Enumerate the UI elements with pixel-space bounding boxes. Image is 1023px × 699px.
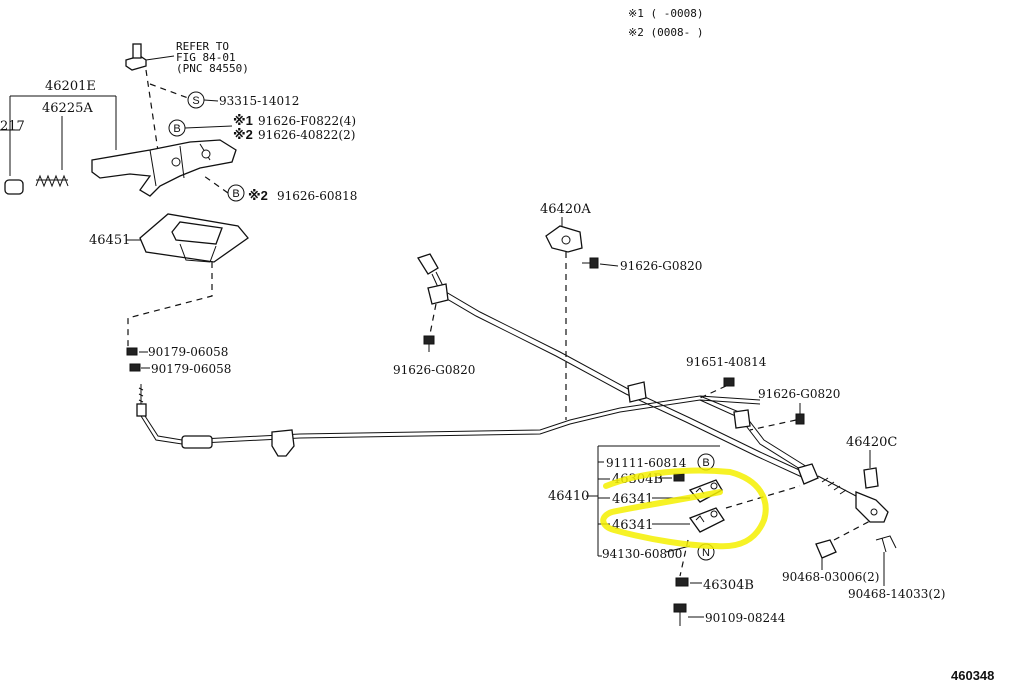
- note-2: ※2 (0008- ): [628, 26, 703, 39]
- label-91111-60814: 91111-60814: [606, 456, 687, 470]
- note-1: ※1 ( -0008): [628, 7, 703, 20]
- clip-90468-03006: [815, 539, 837, 559]
- label-46217: 217: [0, 119, 25, 134]
- rear-cable-left: [417, 253, 809, 479]
- nut-46304B-b: [675, 577, 689, 587]
- spring-46225A: [35, 174, 69, 188]
- bolt-90109-08244: [673, 603, 687, 626]
- star-2b: ※2: [248, 188, 268, 203]
- label-90109-08244: 90109-08244: [705, 611, 786, 625]
- bolt-91626-G0820-c: [795, 413, 805, 425]
- label-46451: 46451: [89, 233, 130, 248]
- label-90179-b: 90179-06058: [151, 362, 231, 376]
- mark-B3-text: B: [702, 457, 709, 469]
- mark-B2-text: B: [232, 188, 239, 200]
- label-93315: 93315-14012: [219, 94, 299, 108]
- label-46420A: 46420A: [540, 202, 591, 217]
- label-46410: 46410: [548, 489, 589, 504]
- star-1: ※1: [233, 113, 253, 128]
- refer-bracket-part: [125, 43, 175, 71]
- clip-91651: [723, 377, 735, 387]
- mark-S-text: S: [192, 95, 199, 107]
- label-90179-a: 90179-06058: [148, 345, 228, 359]
- nut-90179-a: [126, 347, 138, 356]
- equalizer-46341-b: [688, 507, 725, 533]
- label-91626-60818: 91626-60818: [277, 189, 357, 203]
- figure-number: 460348: [951, 668, 994, 683]
- mark-N-text: N: [702, 547, 710, 559]
- label-91626-G0820-c: 91626-G0820: [758, 387, 840, 401]
- refer-line-1: REFER TO: [176, 40, 229, 53]
- nut-46304B-a: [673, 473, 685, 482]
- label-91651-40814: 91651-40814: [686, 355, 767, 369]
- boot-46451: [139, 213, 249, 263]
- parking-lever-46201E: [91, 139, 237, 197]
- star-2: ※2: [233, 127, 253, 142]
- highlight-mark: [600, 467, 769, 550]
- bracket-46420C: [863, 467, 879, 489]
- rear-cable-right: [699, 395, 889, 523]
- bolt-91626-G0820-b: [423, 335, 435, 352]
- label-46225A: 46225A: [42, 101, 93, 116]
- bolt-91626-G0820-a: [582, 257, 599, 269]
- label-91626-40822: 91626-40822(2): [258, 128, 355, 142]
- label-91626-G0820-a: 91626-G0820: [620, 259, 702, 273]
- cable-front-rod: [136, 384, 147, 417]
- nut-90179-b: [129, 363, 141, 372]
- mark-B1-text: B: [173, 123, 180, 135]
- bracket-46420A: [545, 225, 583, 253]
- label-46304B-b: 46304B: [703, 578, 754, 593]
- label-90468-14033: 90468-14033(2): [848, 587, 945, 601]
- label-91626-G0820-b: 91626-G0820: [393, 363, 475, 377]
- mark-B1: [168, 119, 186, 137]
- label-94130-60800: 94130-60800: [602, 547, 682, 561]
- label-46420C: 46420C: [846, 435, 897, 450]
- cap-46217: [4, 179, 24, 195]
- label-46201E: 46201E: [45, 79, 96, 94]
- refer-line-3: (PNC 84550): [176, 62, 249, 75]
- front-cable: [140, 395, 761, 457]
- label-91626-F0822: 91626-F0822(4): [258, 114, 356, 128]
- clip-90468-14033: [875, 535, 897, 553]
- refer-line-2: FIG 84-01: [176, 51, 236, 64]
- label-90468-03006: 90468-03006(2): [782, 570, 879, 584]
